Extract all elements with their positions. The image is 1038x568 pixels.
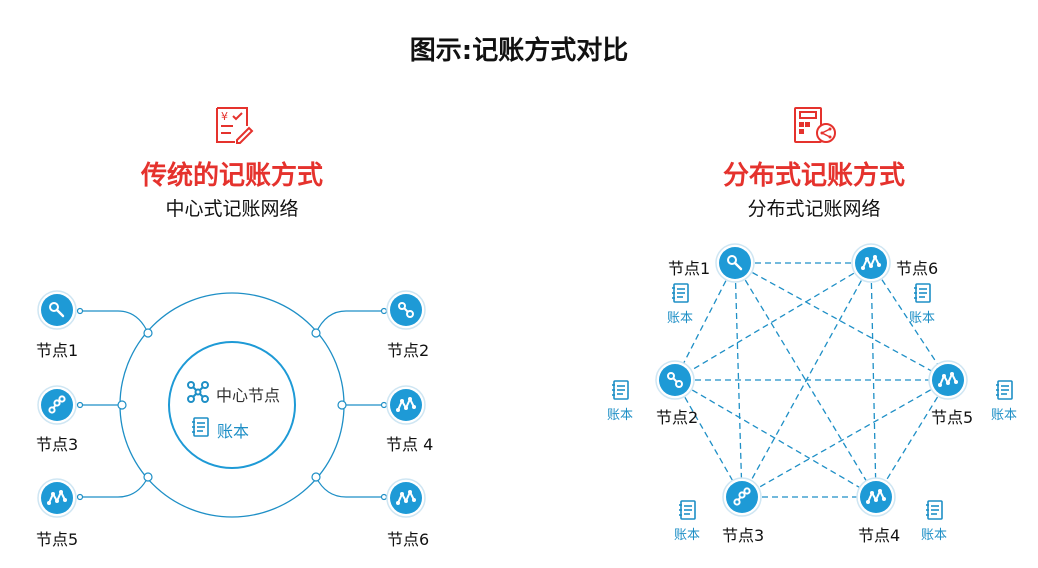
ledger-icon — [996, 380, 1013, 400]
mesh-link — [674, 262, 736, 381]
right-ledger-label: 账本 — [991, 408, 1018, 423]
right-node-5 — [722, 477, 762, 517]
right-ledger-label: 账本 — [607, 408, 634, 423]
connector-joints — [76, 307, 388, 501]
right-node-2 — [851, 243, 891, 283]
ledger-icon — [192, 417, 209, 437]
right-node-label: 节点3 — [722, 526, 765, 545]
ledger-icon — [679, 500, 696, 520]
right-node-label: 节点4 — [858, 526, 901, 545]
right-node-1 — [715, 243, 755, 283]
ledger-icon — [914, 283, 931, 303]
mesh-links — [674, 262, 949, 498]
right-node-6 — [856, 477, 896, 517]
mesh-link — [741, 379, 949, 498]
right-section-subtitle: 分布式记账网络 — [747, 198, 881, 220]
mesh-link — [734, 262, 949, 381]
center-node-label: 中心节点 — [216, 386, 281, 405]
network-icon — [187, 381, 209, 403]
right-ledger-label: 账本 — [909, 311, 936, 326]
left-node-label: 节点6 — [387, 530, 430, 549]
left-node-label: 节点3 — [36, 435, 79, 454]
right-node-label: 节点1 — [668, 259, 711, 278]
left-section-title: 传统的记账方式 — [140, 161, 323, 191]
right-ledger-label: 账本 — [921, 528, 948, 543]
right-section-title: 分布式记账方式 — [722, 161, 905, 191]
left-node-5 — [37, 478, 77, 518]
right-ledger-label: 账本 — [674, 528, 701, 543]
inner-ring — [168, 341, 296, 469]
ledger-icon — [926, 500, 943, 520]
mesh-link — [674, 379, 877, 498]
left-nodes — [37, 290, 426, 518]
right-node-label: 节点6 — [896, 259, 939, 278]
ledger-icon — [672, 283, 689, 303]
right-node-4 — [928, 360, 968, 400]
left-node-label: 节点5 — [36, 530, 79, 549]
calculator-share-icon — [794, 107, 836, 143]
left-node-6 — [386, 478, 426, 518]
mesh-link — [734, 262, 877, 498]
right-ledger-label: 账本 — [667, 311, 694, 326]
left-node-label: 节点 4 — [386, 435, 434, 454]
left-section-subtitle: 中心式记账网络 — [165, 198, 299, 220]
left-node-1 — [37, 290, 77, 330]
mesh-link — [674, 262, 872, 381]
right-nodes — [612, 243, 1013, 520]
mesh-link — [870, 262, 949, 381]
left-node-label: 节点2 — [387, 341, 430, 360]
right-node-label: 节点2 — [656, 408, 699, 427]
mesh-link — [870, 262, 877, 498]
left-node-3 — [37, 385, 77, 425]
right-node-label: 节点5 — [931, 408, 974, 427]
svg-text:¥: ¥ — [221, 110, 228, 123]
right-node-3 — [655, 360, 695, 400]
mesh-link — [674, 379, 743, 498]
invoice-pencil-icon: ¥ — [216, 107, 254, 144]
mesh-link — [875, 379, 949, 498]
center-ledger-label: 账本 — [217, 422, 250, 441]
left-node-4 — [386, 385, 426, 425]
left-node-2 — [386, 290, 426, 330]
page-title: 图示:记账方式对比 — [409, 36, 629, 66]
ledger-icon — [612, 380, 629, 400]
left-node-label: 节点1 — [36, 341, 79, 360]
mesh-link — [734, 262, 743, 498]
